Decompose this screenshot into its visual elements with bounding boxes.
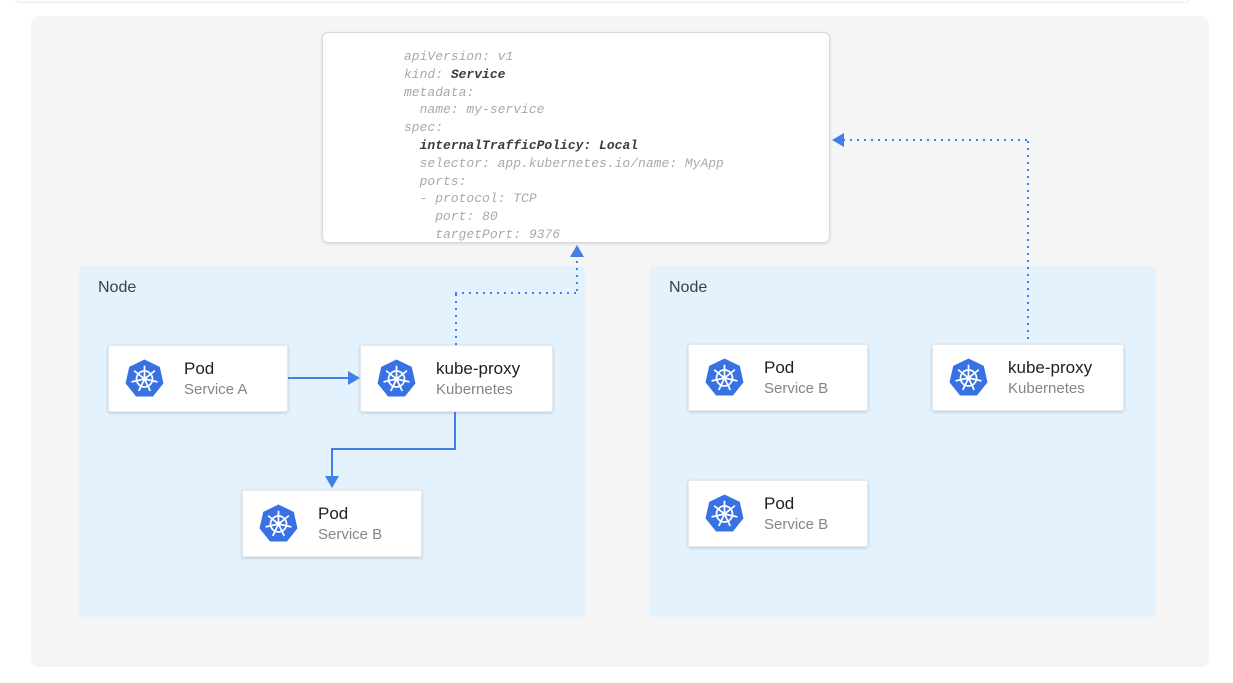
code-line: port: 80: [404, 209, 498, 225]
card-pod-service-b-right-1: Pod Service B: [688, 344, 868, 411]
code-line: targetPort: 9376: [404, 226, 561, 242]
service-yaml-card: apiVersion: v1 kind: Service metadata: nam…: [322, 32, 830, 243]
card-title: kube-proxy: [436, 358, 521, 378]
card-title: Pod: [318, 503, 349, 523]
card-subtitle: Service B: [764, 379, 829, 397]
kubernetes-icon: [124, 358, 165, 399]
card-subtitle: Service B: [318, 525, 383, 543]
code-line: - protocol: TCP: [404, 191, 537, 207]
code-line: apiVersion: v1: [404, 49, 514, 64]
card-title: kube-proxy: [1008, 357, 1093, 377]
kubernetes-icon: [704, 357, 745, 398]
card-subtitle: Service A: [184, 380, 248, 398]
card-pod-service-b-left: Pod Service B: [242, 490, 422, 557]
card-kube-proxy-right: kube-proxy Kubernetes: [932, 344, 1124, 411]
card-title: Pod: [764, 493, 795, 513]
card-pod-service-b-right-2: Pod Service B: [688, 480, 868, 547]
code-line: ports:: [404, 173, 467, 189]
kubernetes-icon: [704, 493, 745, 534]
card-pod-service-a: Pod Service A: [108, 345, 288, 412]
code-line: kind: Service: [404, 66, 506, 82]
top-card-edge: [14, 0, 1191, 3]
card-title: Pod: [184, 358, 215, 378]
kubernetes-icon: [948, 357, 989, 398]
node-left: Node: [79, 266, 585, 617]
code-line: metadata:: [404, 84, 475, 100]
kubernetes-icon: [376, 358, 417, 399]
code-line: selector: app.kubernetes.io/name: MyApp: [404, 155, 724, 171]
card-subtitle: Service B: [764, 515, 829, 533]
code-line: spec:: [404, 120, 444, 136]
yaml-code: apiVersion: v1 kind: Service metadata: nam…: [404, 48, 724, 244]
arrowhead-up: [570, 245, 584, 257]
arrowhead-down: [325, 476, 339, 488]
node-label: Node: [669, 279, 708, 296]
card-subtitle: Kubernetes: [1008, 379, 1085, 397]
node-label: Node: [98, 279, 137, 296]
card-subtitle: Kubernetes: [436, 380, 513, 398]
code-line: internalTrafficPolicy: Local: [419, 137, 639, 153]
arrowhead-right: [348, 371, 360, 385]
arrowhead-left: [832, 133, 844, 147]
node-right: Node: [650, 266, 1156, 617]
kubernetes-icon: [258, 503, 299, 544]
card-kube-proxy-left: kube-proxy Kubernetes: [360, 345, 553, 412]
card-title: Pod: [764, 357, 795, 377]
code-line: name: my-service: [404, 102, 545, 118]
